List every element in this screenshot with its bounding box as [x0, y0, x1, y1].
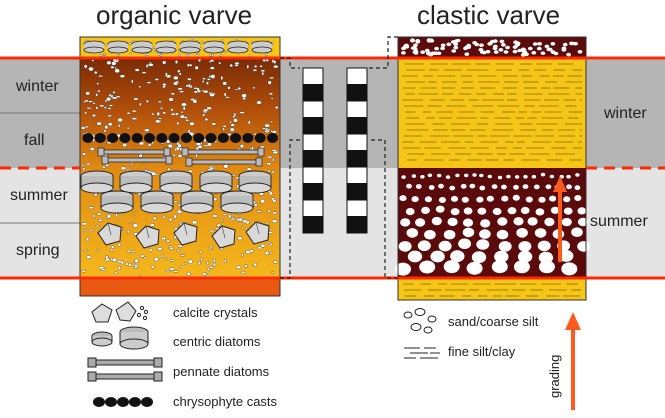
legend-fine-silt-clay: fine silt/clay — [448, 344, 516, 359]
season-label-summer-left: summer — [10, 187, 68, 204]
organic-varve-column — [79, 36, 281, 297]
season-boundaries — [0, 56, 665, 280]
season-label-fall: fall — [24, 132, 45, 149]
calcite-crystals-icon — [91, 301, 149, 323]
chrysophyte-casts-icon — [93, 397, 153, 407]
season-label-spring: spring — [16, 242, 60, 259]
fine-silt-clay-icon — [404, 347, 440, 359]
clastic-varve-column — [395, 36, 591, 301]
legend-centric-diatoms: centric diatoms — [173, 334, 261, 349]
grading-label: grading — [547, 354, 562, 398]
season-label-winter-right: winter — [604, 105, 647, 122]
legend-calcite-crystals: calcite crystals — [173, 305, 258, 320]
checker-scale-bars — [302, 67, 368, 234]
season-label-summer-right: summer — [590, 213, 648, 230]
legend-sand-coarse-silt: sand/coarse silt — [448, 314, 539, 329]
sand-coarse-silt-icon — [403, 308, 437, 334]
clastic-varve-title: clastic varve — [417, 0, 561, 30]
legend-chrysophyte-casts: chrysophyte casts — [173, 394, 278, 409]
legend-pennate-diatoms: pennate diatoms — [173, 364, 270, 379]
grading-arrow-inner — [553, 176, 567, 262]
season-label-winter-left: winter — [16, 78, 59, 95]
organic-varve-title: organic varve — [96, 0, 253, 30]
grading-arrow — [565, 312, 581, 410]
centric-diatoms-icon — [91, 326, 149, 350]
connector-lines — [280, 36, 398, 279]
pennate-diatoms-icon — [87, 357, 163, 382]
